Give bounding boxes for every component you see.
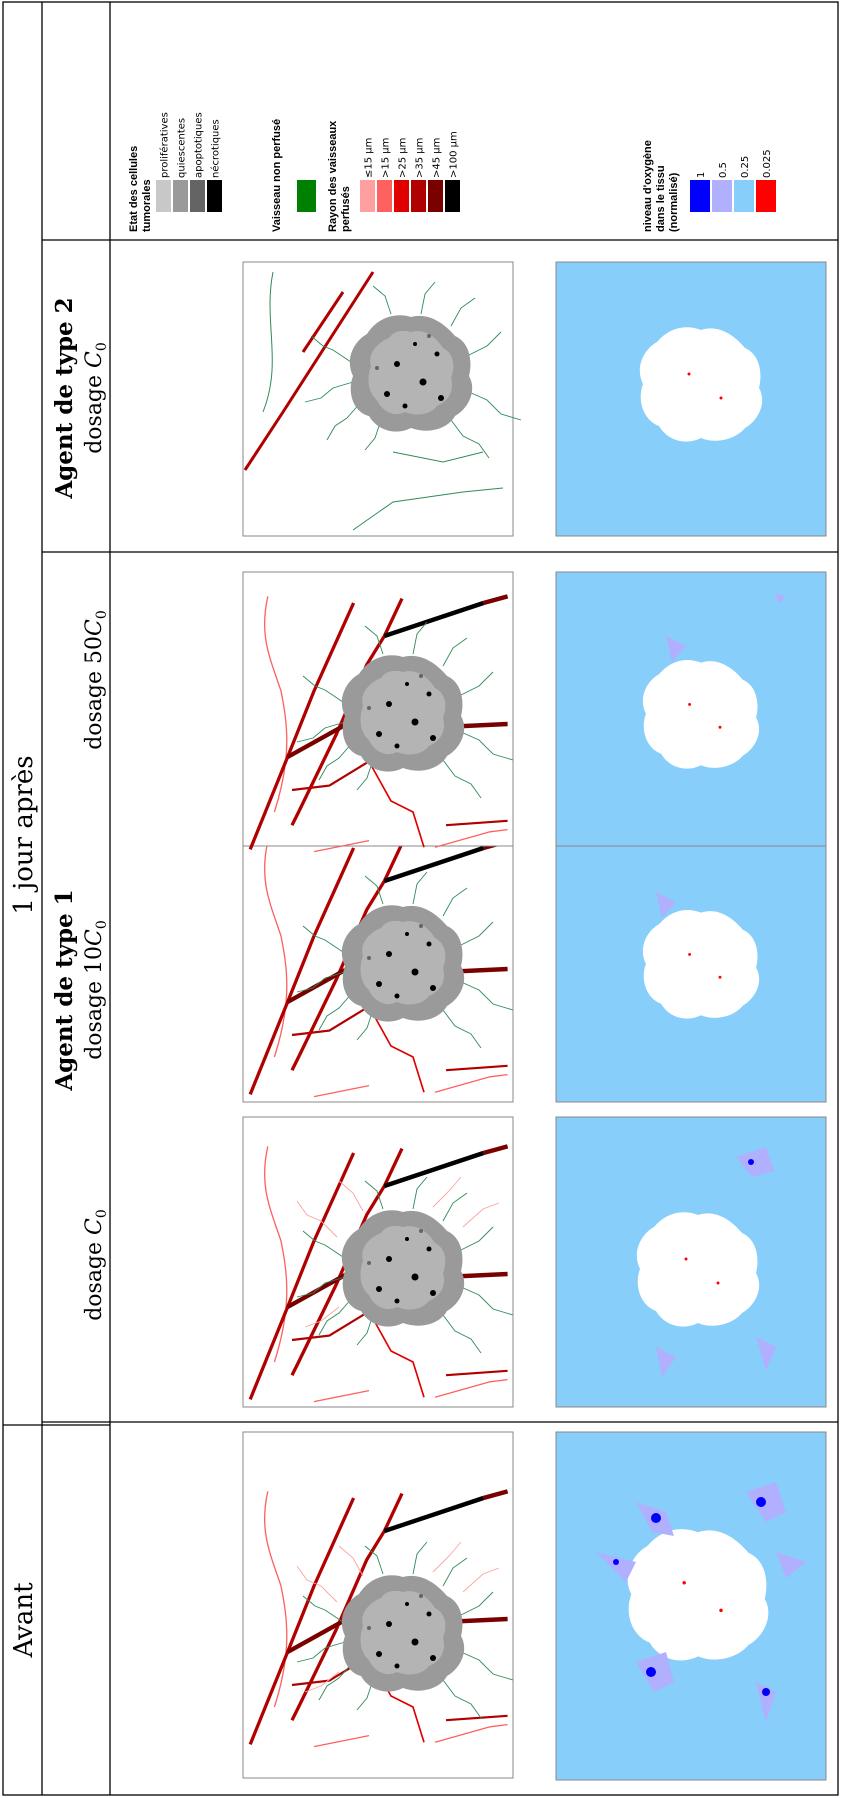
legend-oxygen-level-swatch xyxy=(712,180,732,212)
svg-text:dosage 50C0: dosage 50C0 xyxy=(82,610,110,750)
legend-vessel-radius-label: >35 μm xyxy=(415,138,426,178)
legend-radius-title-2: perfusés xyxy=(340,186,352,232)
dosage-label-4: dosage C0 xyxy=(82,342,110,454)
legend-oxygen-level-label: 0.5 xyxy=(718,162,729,178)
oxygen-panel-dose-10c0 xyxy=(555,811,827,1103)
dosage-label-1: dosage C0 xyxy=(82,1209,110,1321)
legend-vessel-radius-swatch xyxy=(445,180,460,212)
oxygen-panel-dose-c0 xyxy=(555,1116,827,1408)
legend-vessel-swatch xyxy=(297,180,316,212)
oxygen-panel-avant xyxy=(555,1431,827,1781)
legend-cell-state-swatch xyxy=(156,180,171,212)
header-one-day-after: 1 jour après xyxy=(9,755,39,914)
legend-oxygen-level-label: 1 xyxy=(696,172,707,178)
legend-cell-state-label: nécrotiques xyxy=(210,119,222,178)
legend-cell-state-swatch xyxy=(173,180,188,212)
legend-cells-title-2: tumorales xyxy=(141,179,153,232)
legend-vessel-radius-swatch xyxy=(411,180,426,212)
legend-vessel-radius-swatch xyxy=(377,180,392,212)
legend-vessel-radius-swatch xyxy=(428,180,443,212)
legend-oxygen-level-label: 0.025 xyxy=(762,149,773,178)
legend-oxygen-level-swatch xyxy=(690,180,710,212)
oxygen-panel-dose-50c0 xyxy=(555,571,827,847)
legend-vessel-radius-label: >25 μm xyxy=(398,138,409,178)
legend-oxygen-title-3: (normalisé) xyxy=(668,172,680,232)
svg-text:dosage 10C0: dosage 10C0 xyxy=(82,920,110,1060)
legend-oxygen-title-1: niveau d'oxygène xyxy=(642,140,654,232)
legend-oxygen-level-swatch xyxy=(756,180,776,212)
legend-cell-state-swatch xyxy=(207,180,222,212)
legend-cell-state-label: quiescentes xyxy=(177,118,188,178)
legend-vessel-label: Vaisseau non perfusé xyxy=(271,119,283,232)
header-agent-1: Agent de type 1 xyxy=(51,889,78,1091)
oxygen-panel-agent-2 xyxy=(555,261,827,537)
svg-text:dosage C0: dosage C0 xyxy=(82,342,110,454)
legend-vessel-radius-label: >15 μm xyxy=(381,138,392,178)
legend-panel: Etat des cellules tumorales proliférativ… xyxy=(128,112,776,232)
legend-cell-state-label: prolifératives xyxy=(159,112,171,178)
legend-cells-title-1: Etat des cellules xyxy=(128,146,140,232)
legend-vessel-radius-swatch xyxy=(394,180,409,212)
legend-oxygen-level-swatch xyxy=(734,180,754,212)
vessel-panel-agent-2 xyxy=(242,261,522,537)
legend-oxygen-title-2: dans le tissu xyxy=(655,165,667,232)
legend-oxygen-level-label: 0.25 xyxy=(740,156,751,178)
dosage-label-2: dosage 10C0 xyxy=(82,920,110,1060)
legend-vessel-radius-label: >45 μm xyxy=(432,138,443,178)
vessel-panel-dose-50c0 xyxy=(242,571,514,852)
vessel-panel-avant xyxy=(242,1431,514,1779)
legend-vessel-radius-label: ≤15 μm xyxy=(364,138,375,178)
svg-text:dosage C0: dosage C0 xyxy=(82,1209,110,1321)
legend-cell-state-swatch xyxy=(190,180,205,212)
dosage-label-3: dosage 50C0 xyxy=(82,610,110,750)
legend-vessel-radius-label: >100 μm xyxy=(449,131,460,178)
vessel-panel-dose-c0 xyxy=(242,1116,514,1408)
header-avant: Avant xyxy=(9,1582,39,1659)
legend-vessel-radius-swatch xyxy=(360,180,375,212)
legend-radius-title-1: Rayon des vaisseaux xyxy=(327,120,339,232)
header-agent-2: Agent de type 2 xyxy=(51,297,78,499)
vessel-panel-dose-10c0 xyxy=(242,811,514,1103)
legend-cell-state-label: apoptotiques xyxy=(194,112,205,178)
